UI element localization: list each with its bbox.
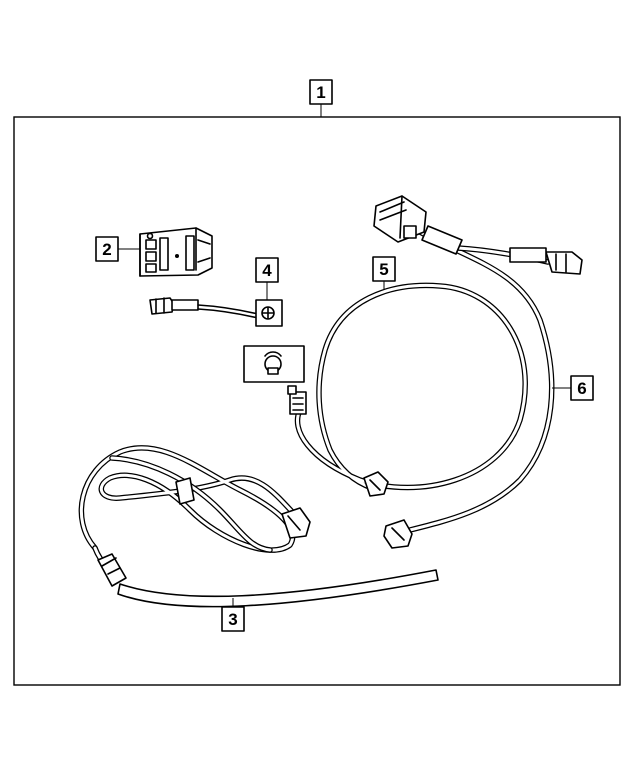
callout-3-label: 3 <box>228 610 237 629</box>
part-2-connector-block <box>139 227 213 277</box>
callout-5[interactable]: 5 <box>372 256 396 282</box>
callout-4[interactable]: 4 <box>255 257 279 283</box>
callout-3[interactable]: 3 <box>221 606 245 632</box>
callout-6[interactable]: 6 <box>570 375 594 401</box>
callout-2-label: 2 <box>102 240 111 259</box>
kit-frame <box>13 116 621 686</box>
callout-1-label: 1 <box>316 83 325 102</box>
part-4-pigtail-connector <box>149 297 283 327</box>
callout-5-label: 5 <box>379 260 388 279</box>
part-3-coiled-cable <box>78 445 439 608</box>
callout-4-label: 4 <box>262 261 272 280</box>
part-6-main-harness <box>373 195 583 549</box>
callout-6-label: 6 <box>577 379 586 398</box>
part-5-loop-harness <box>243 282 528 497</box>
callout-1[interactable]: 1 <box>309 79 333 105</box>
callout-2[interactable]: 2 <box>95 236 119 262</box>
